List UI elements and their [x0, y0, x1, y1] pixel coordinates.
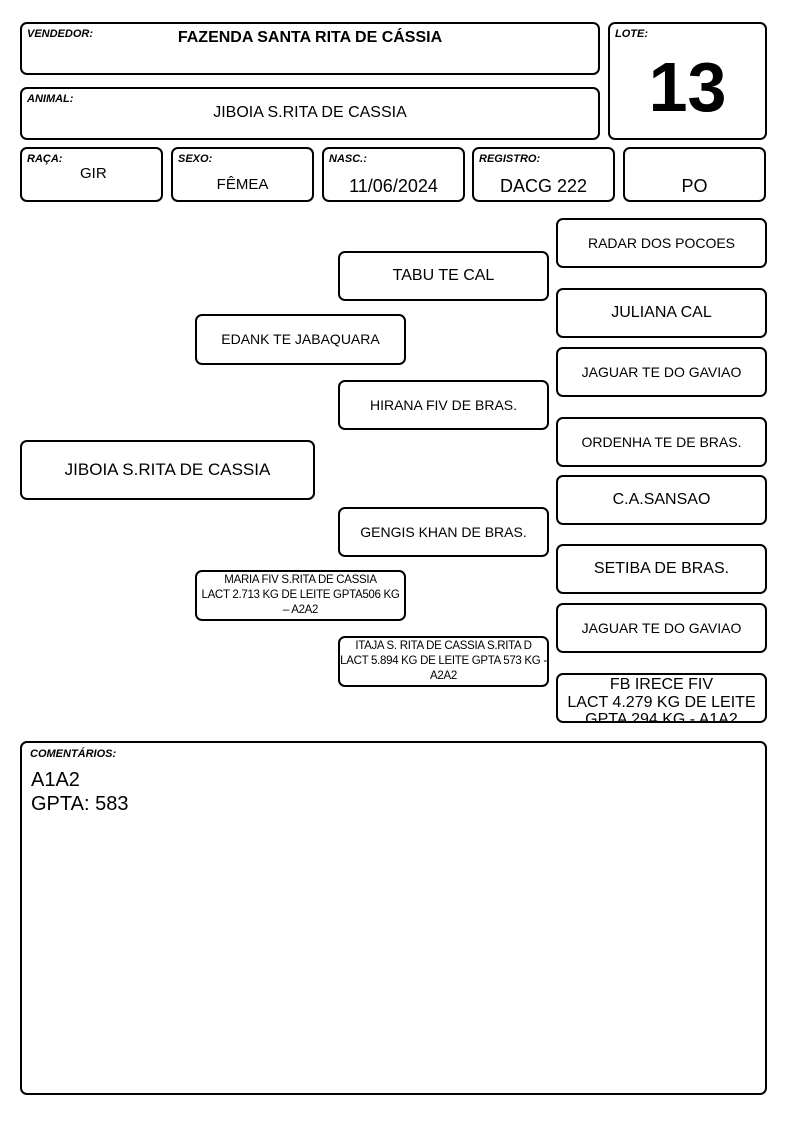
ggp-6-label: SETIBA DE BRAS. — [593, 559, 730, 577]
ggp-4: ORDENHA TE DE BRAS. — [556, 417, 767, 467]
ggp-5: C.A.SANSAO — [556, 475, 767, 525]
dam-sire-label: GENGIS KHAN DE BRAS. — [360, 523, 527, 540]
sire-dam: HIRANA FIV DE BRAS. — [338, 380, 549, 430]
ggp-3-label: JAGUAR TE DO GAVIAO — [581, 363, 742, 380]
animal-node: JIBOIA S.RITA DE CASSIA — [20, 440, 315, 500]
po-value: PO — [681, 176, 708, 196]
ggp-4-label: ORDENHA TE DE BRAS. — [581, 433, 742, 450]
registro-box: REGISTRO: DACG 222 — [472, 147, 615, 202]
nasc-label: NASC.: — [329, 153, 367, 165]
animal-box: ANIMAL: JIBOIA S.RITA DE CASSIA — [20, 87, 600, 140]
sexo-box: SEXO: FÊMEA — [171, 147, 314, 202]
comments-label: COMENTÁRIOS: — [30, 748, 117, 760]
dam-dam: ITAJA S. RITA DE CASSIA S.RITA D LACT 5.… — [338, 636, 549, 687]
lote-label: LOTE: — [615, 28, 648, 40]
ggp-1-label: RADAR DOS POCOES — [587, 234, 736, 251]
ggp-2: JULIANA CAL — [556, 288, 767, 338]
ggp-2-label: JULIANA CAL — [611, 303, 712, 321]
nasc-value: 11/06/2024 — [349, 176, 438, 196]
po-box: PO — [623, 147, 766, 202]
lote-value: 13 — [648, 48, 727, 126]
vendedor-label: VENDEDOR: — [27, 28, 94, 40]
nasc-box: NASC.: 11/06/2024 — [322, 147, 465, 202]
sire-sire-label: TABU TE CAL — [392, 266, 495, 284]
raca-box: RAÇA: GIR — [20, 147, 163, 202]
comments-box: COMENTÁRIOS: A1A2 GPTA: 583 — [20, 741, 767, 1095]
sexo-label: SEXO: — [178, 153, 213, 165]
dam-sire: GENGIS KHAN DE BRAS. — [338, 507, 549, 557]
raca-value: GIR — [80, 165, 107, 182]
comments-line-2: GPTA: 583 — [31, 793, 129, 815]
animal-label: ANIMAL: — [27, 93, 74, 105]
registro-label: REGISTRO: — [479, 153, 541, 165]
vendedor-box: VENDEDOR: FAZENDA SANTA RITA DE CÁSSIA — [20, 22, 600, 75]
sire-dam-label: HIRANA FIV DE BRAS. — [369, 396, 518, 413]
animal-node-label: JIBOIA S.RITA DE CASSIA — [64, 460, 271, 480]
dam-dam-label: ITAJA S. RITA DE CASSIA S.RITA D LACT 5.… — [340, 640, 547, 682]
animal-value: JIBOIA S.RITA DE CASSIA — [213, 104, 407, 121]
ggp-8-label: FB IRECE FIV LACT 4.279 KG DE LEITE GPTA… — [567, 676, 756, 723]
sire: EDANK TE JABAQUARA — [195, 314, 406, 365]
ggp-1: RADAR DOS POCOES — [556, 218, 767, 268]
ggp-7-label: JAGUAR TE DO GAVIAO — [581, 619, 742, 636]
ggp-6: SETIBA DE BRAS. — [556, 544, 767, 594]
ggp-8: FB IRECE FIV LACT 4.279 KG DE LEITE GPTA… — [556, 673, 767, 723]
sexo-value: FÊMEA — [216, 176, 269, 193]
lote-box: LOTE: 13 — [608, 22, 767, 140]
ggp-5-label: C.A.SANSAO — [612, 490, 711, 508]
ggp-3: JAGUAR TE DO GAVIAO — [556, 347, 767, 397]
dam-label: MARIA FIV S.RITA DE CASSIA LACT 2.713 KG… — [201, 574, 400, 616]
comments-line-1: A1A2 — [31, 769, 80, 791]
vendedor-value: FAZENDA SANTA RITA DE CÁSSIA — [177, 29, 443, 46]
registro-value: DACG 222 — [499, 176, 588, 196]
dam: MARIA FIV S.RITA DE CASSIA LACT 2.713 KG… — [195, 570, 406, 621]
raca-label: RAÇA: — [27, 153, 63, 165]
sire-label: EDANK TE JABAQUARA — [221, 331, 380, 348]
sire-sire: TABU TE CAL — [338, 251, 549, 301]
ggp-7: JAGUAR TE DO GAVIAO — [556, 603, 767, 653]
